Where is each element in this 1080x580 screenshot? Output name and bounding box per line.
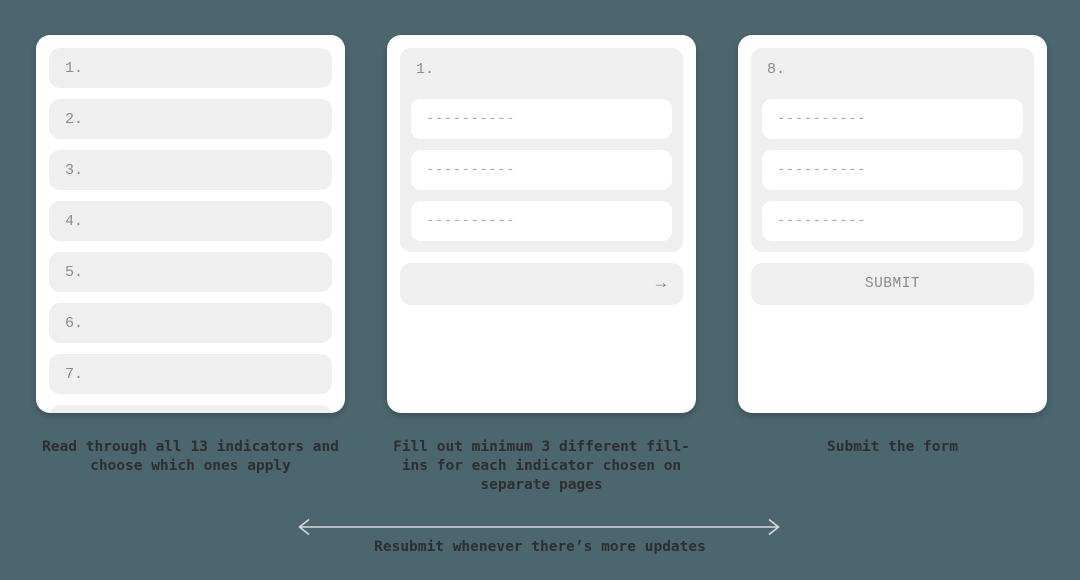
submit-button[interactable]: SUBMIT <box>751 263 1034 305</box>
indicator-option-label: 6. <box>65 314 84 332</box>
indicator-option-5[interactable]: 5. <box>49 252 332 292</box>
indicator-option-7[interactable]: 7. <box>49 354 332 394</box>
fill-in-field-2[interactable]: ---------- <box>762 150 1023 190</box>
fill-in-field-3[interactable]: ---------- <box>762 201 1023 241</box>
arrow-right-icon: → <box>655 274 666 294</box>
indicator-option-label: 3. <box>65 161 84 179</box>
indicator-list: 1. 2. 3. 4. 5. 6. 7. <box>49 48 332 413</box>
step-caption-read: Read through all 13 indicators and choos… <box>42 439 339 474</box>
fill-in-panel: 1. ---------- ---------- ---------- <box>400 48 683 252</box>
field-placeholder: ---------- <box>777 111 867 127</box>
fill-in-field-2[interactable]: ---------- <box>411 150 672 190</box>
field-placeholder: ---------- <box>777 213 867 229</box>
field-placeholder: ---------- <box>777 162 867 178</box>
fill-in-page-card: 1. ---------- ---------- ---------- → <box>387 35 696 413</box>
step-caption-fill: Fill out minimum 3 different fill-ins fo… <box>393 439 690 493</box>
indicator-option-1[interactable]: 1. <box>49 48 332 88</box>
indicator-option-label: 7. <box>65 365 84 383</box>
indicator-option-label: 2. <box>65 110 84 128</box>
indicator-option-6[interactable]: 6. <box>49 303 332 343</box>
indicator-option-8-partial[interactable] <box>49 405 332 413</box>
submit-button-label: SUBMIT <box>864 276 921 292</box>
submit-page-card: 8. ---------- ---------- ---------- SUBM… <box>738 35 1047 413</box>
field-placeholder: ---------- <box>426 162 516 178</box>
indicator-list-card: 1. 2. 3. 4. 5. 6. 7. <box>36 35 345 413</box>
field-placeholder: ---------- <box>426 111 516 127</box>
indicator-option-4[interactable]: 4. <box>49 201 332 241</box>
step-caption-submit: Submit the form <box>827 439 958 455</box>
fill-in-panel: 8. ---------- ---------- ---------- <box>751 48 1034 252</box>
indicator-option-2[interactable]: 2. <box>49 99 332 139</box>
fill-in-field-3[interactable]: ---------- <box>411 201 672 241</box>
indicator-option-label: 4. <box>65 212 84 230</box>
next-page-button[interactable]: → <box>400 263 683 305</box>
double-arrow-icon <box>298 518 780 536</box>
indicator-option-3[interactable]: 3. <box>49 150 332 190</box>
resubmit-caption: Resubmit whenever there’s more updates <box>374 539 706 555</box>
field-placeholder: ---------- <box>426 213 516 229</box>
fill-in-field-1[interactable]: ---------- <box>762 99 1023 139</box>
indicator-option-label: 1. <box>65 59 84 77</box>
indicator-option-label: 5. <box>65 263 84 281</box>
page-number-label: 8. <box>767 61 786 78</box>
fill-in-field-1[interactable]: ---------- <box>411 99 672 139</box>
page-number-label: 1. <box>416 61 435 78</box>
